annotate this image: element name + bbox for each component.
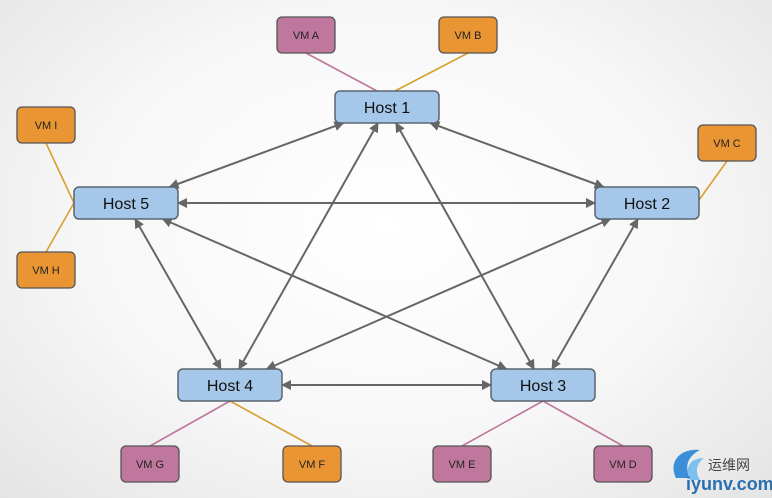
host-box [177,368,283,402]
host-node-h3: Host 3 [490,368,596,402]
vm-link-vd [542,400,624,447]
vm-label: VM I [35,120,58,132]
vm-box [438,16,498,54]
swoosh-logo-icon [673,449,704,480]
vm-label: VM G [136,459,164,471]
host-connections [134,121,639,390]
host-label: Host 2 [624,196,670,213]
host-node-h5: Host 5 [73,186,179,220]
vm-label: VM C [713,138,741,150]
vm-box [697,124,757,162]
link-h1-h5 [168,121,345,189]
host-box [334,90,440,124]
vm-box [276,16,336,54]
vm-link-vh [45,202,75,253]
host-box [490,368,596,402]
vm-box [16,251,76,289]
watermark-logo-text: 运维网 [708,458,750,474]
vm-link-vc [698,160,728,201]
vm-label: VM E [449,459,476,471]
host-node-h2: Host 2 [594,186,700,220]
vm-box [593,445,653,483]
vm-link-vg [149,400,231,447]
vm-box [120,445,180,483]
link-h1-h2 [429,121,605,189]
host-node-h4: Host 4 [177,368,283,402]
link-h1-h4 [238,122,379,370]
host-label: Host 5 [103,196,149,213]
vm-box [432,445,492,483]
host-nodes: Host 1 Host 2 Host 3 Host 4 Host 5 [73,90,700,402]
vm-node-vh: VM H [16,251,76,289]
watermark: 运维网 iyunv.com [673,449,772,494]
link-h1-h3 [395,122,535,370]
vm-node-ve: VM E [432,445,492,483]
vm-nodes: VM A VM B VM C VM D VM E VM F VM G VM H VM I [16,16,757,483]
link-h4-h5 [134,218,222,370]
link-h3-h5 [161,218,508,370]
vm-label: VM H [32,265,60,277]
vm-label: VM D [609,459,637,471]
vm-connections [45,52,728,447]
link-h2-h4 [265,218,612,370]
vm-link-ve [461,400,544,447]
vm-link-vi [45,142,75,204]
host-box [73,186,179,220]
vm-label: VM B [455,30,482,42]
vm-node-vg: VM G [120,445,180,483]
host-node-h1: Host 1 [334,90,440,124]
vm-link-vb [394,52,469,92]
vm-node-vf: VM F [282,445,342,483]
vm-label: VM A [293,30,320,42]
vm-box [16,106,76,144]
host-box [594,186,700,220]
vm-box [282,445,342,483]
vm-node-vb: VM B [438,16,498,54]
vm-node-va: VM A [276,16,336,54]
host-label: Host 1 [364,100,410,117]
vm-link-va [305,52,378,92]
watermark-url: iyunv.com [686,474,772,494]
host-label: Host 3 [520,378,566,395]
vm-label: VM F [299,459,326,471]
vm-link-vf [229,400,313,447]
host-label: Host 4 [207,378,253,395]
link-h2-h3 [551,218,639,370]
vm-node-vc: VM C [697,124,757,162]
vm-node-vd: VM D [593,445,653,483]
vm-node-vi: VM I [16,106,76,144]
